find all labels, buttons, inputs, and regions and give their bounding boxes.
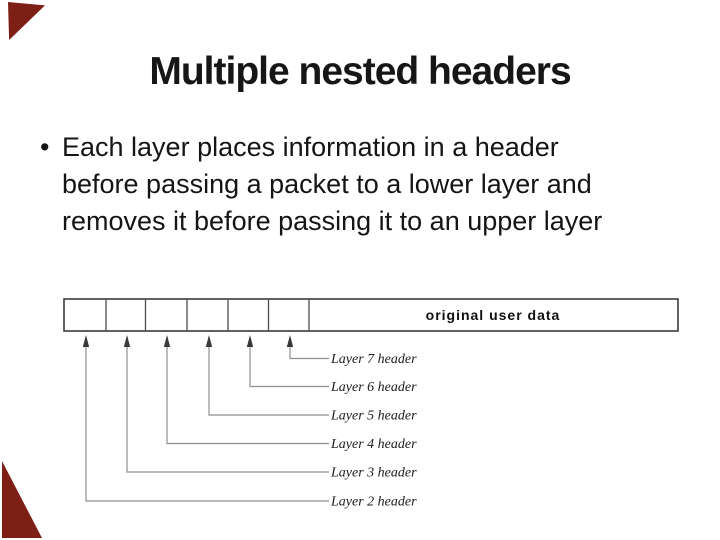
original-user-data-label: original user data (426, 307, 561, 323)
connector-layer-5 (208, 347, 329, 416)
layer-6-header-label: Layer 6 header (330, 380, 417, 395)
bullet-line: removes it before passing it to an upper… (62, 206, 603, 236)
up-arrow-icon (246, 335, 254, 347)
connector-layer-4 (166, 347, 329, 445)
bullet-text: Each layer places information in a heade… (62, 129, 602, 240)
up-arrow-icon (82, 335, 90, 347)
layer-5-header-label: Layer 5 header (330, 409, 417, 424)
connector-layer-3 (126, 347, 329, 473)
bullet-list: • Each layer places information in a hea… (40, 129, 700, 240)
up-arrow-icon (205, 335, 213, 347)
slide-title: Multiple nested headers (149, 50, 571, 93)
connector-layer-6 (249, 347, 329, 388)
up-arrow-icon (286, 335, 294, 347)
bullet-marker: • (40, 132, 50, 162)
layer-2-header-label: Layer 2 header (330, 495, 417, 510)
up-arrow-icon (163, 335, 171, 347)
bullet-line: before passing a packet to a lower layer… (62, 169, 592, 199)
bullet-line: Each layer places information in a heade… (62, 132, 559, 162)
layer-3-header-label: Layer 3 header (330, 466, 417, 481)
connector-layer-7 (289, 347, 329, 360)
up-arrow-icon (123, 335, 131, 347)
connector-layer-2 (85, 347, 329, 502)
layer-7-header-label: Layer 7 header (330, 352, 417, 367)
layer-4-header-label: Layer 4 header (330, 437, 417, 452)
packet-bar (63, 298, 679, 332)
